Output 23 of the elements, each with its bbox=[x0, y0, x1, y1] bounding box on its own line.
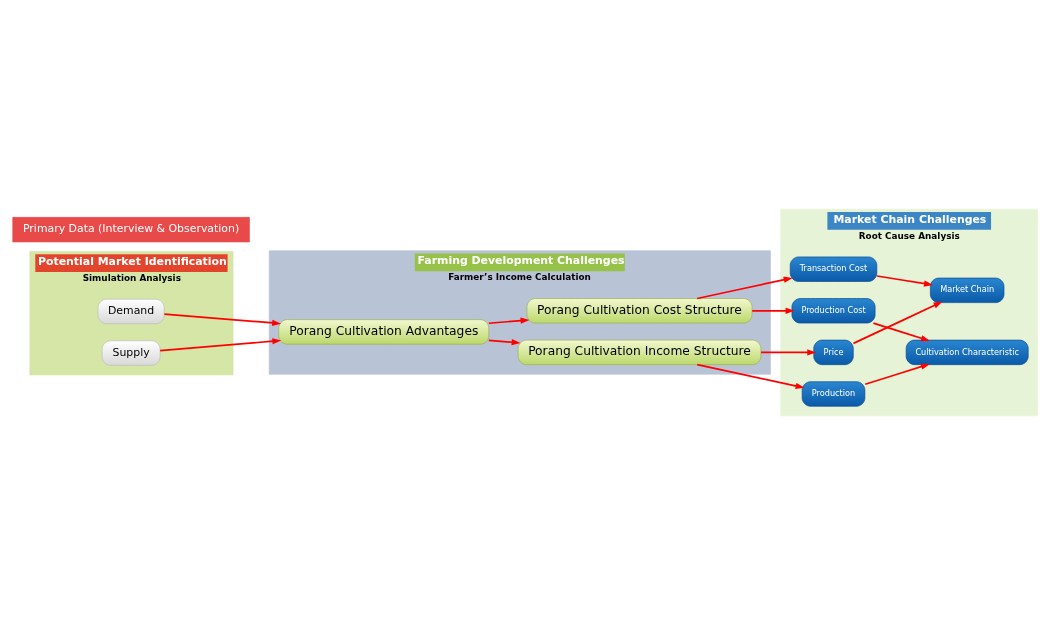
arrow bbox=[876, 274, 933, 287]
arrow bbox=[163, 312, 282, 326]
node-box: Porang Cultivation Cost Structure bbox=[526, 297, 753, 323]
node-box: Porang Cultivation Income Structure bbox=[517, 339, 762, 365]
arrow bbox=[760, 348, 817, 355]
node-box: Primary Data (Interview & Observation) bbox=[12, 216, 250, 242]
node-box: Price bbox=[813, 339, 854, 365]
arrow bbox=[852, 301, 943, 344]
node-box: Market Chain bbox=[930, 277, 1005, 303]
arrow bbox=[696, 276, 793, 299]
node-box: Cultivation Characteristic bbox=[905, 339, 1029, 365]
node-box: Supply bbox=[101, 339, 161, 366]
arrow bbox=[872, 321, 930, 341]
arrow bbox=[159, 337, 282, 352]
arrow bbox=[864, 363, 930, 385]
arrow bbox=[487, 317, 530, 324]
node-box: Production bbox=[801, 380, 866, 407]
arrow bbox=[751, 307, 795, 314]
node-box: Demand bbox=[97, 298, 165, 324]
node-box: Porang Cultivation Advantages bbox=[278, 318, 490, 345]
node-box: Production Cost bbox=[791, 297, 876, 323]
arrow bbox=[487, 338, 521, 345]
node-box: Transaction Cost bbox=[789, 256, 878, 282]
